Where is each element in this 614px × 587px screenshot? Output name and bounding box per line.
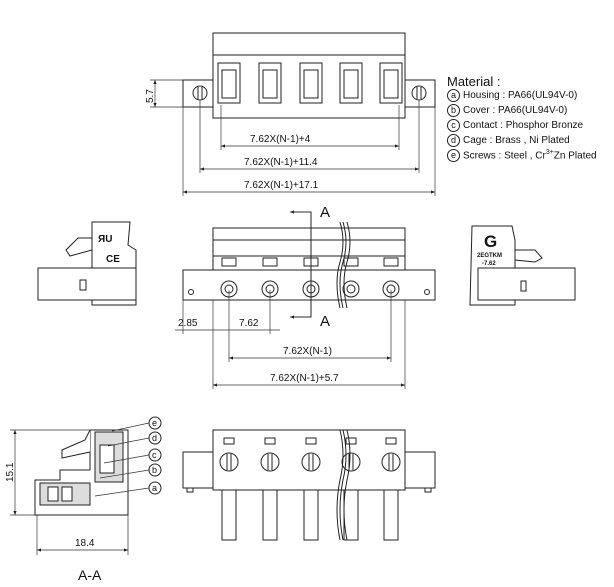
callout-letter: d (152, 433, 157, 443)
screw-icon (301, 452, 321, 472)
pin-slot (303, 489, 319, 541)
side-pitch: -7.62 (482, 261, 496, 267)
wire-entry-inner (383, 69, 399, 99)
superscript: 3+ (545, 149, 554, 156)
test-port (264, 437, 276, 445)
section-mark-top: A (320, 204, 330, 221)
dim-pitch-n-1: 7.62X(N-1) (283, 346, 332, 357)
pin-slot (221, 489, 237, 541)
dim-2-85: 2.85 (178, 318, 198, 329)
callout-e: e (447, 149, 460, 163)
callout-b: b (447, 104, 460, 117)
screw-head (346, 284, 356, 294)
wire-entry (379, 62, 403, 104)
screw-icon (341, 452, 361, 472)
bottom-view (182, 429, 436, 541)
front-view: A A 2.85 7.62 7.62X(N-1) 7.62X(N-1)+5.7 (175, 204, 436, 389)
callout-circle (148, 416, 162, 430)
screw-icon (219, 452, 239, 472)
dim-pitch-plus-5-7: 7.62X(N-1)+5.7 (270, 373, 339, 384)
callout-c: c (447, 119, 460, 132)
screw-icon (381, 452, 401, 472)
wire-entry (299, 62, 323, 104)
side-model: 2EGTKM (477, 253, 502, 259)
material-text: Screws : Steel , Cr (463, 150, 546, 162)
wire-entry-inner (343, 69, 359, 99)
callout-circle (148, 448, 162, 462)
test-port (305, 437, 317, 445)
callout-d: d (447, 134, 460, 147)
material-text: Zn Plated (553, 150, 597, 162)
screw-icon (260, 452, 280, 472)
wire-entry (339, 62, 363, 104)
test-port (385, 437, 397, 445)
callout-a: a (447, 89, 460, 102)
pin-slot (262, 489, 278, 541)
dim-5-7: 5.7 (145, 89, 156, 103)
latch (383, 257, 399, 267)
material-text: Cover : PA66(UL94V-0) (463, 105, 568, 116)
right-side-view: G 2EGTKM -7.62 (469, 225, 576, 306)
callout-circle (148, 481, 162, 495)
latch (262, 257, 278, 267)
side-logo: G (484, 232, 497, 251)
latch (343, 257, 359, 267)
wire-entry (217, 62, 241, 104)
screw-icon (342, 280, 360, 298)
wire-entry-inner (262, 69, 278, 99)
dim-18-4: 18.4 (75, 538, 95, 549)
test-port (223, 437, 235, 445)
leader-line (103, 454, 150, 464)
ce-mark: CE (106, 254, 120, 265)
wire-entry-inner (221, 69, 237, 99)
dim-7-62: 7.62 (239, 318, 259, 329)
callout-circle (148, 463, 162, 477)
material-text: Contact : Phosphor Bronze (463, 120, 584, 131)
callout-letter: b (152, 465, 157, 475)
callout-letter: a (152, 483, 157, 493)
leader-line (99, 469, 150, 479)
dim-pitch-plus-4: 7.62X(N-1)+4 (250, 134, 311, 145)
test-port (345, 437, 357, 445)
left-side-view: ЯU CE (37, 221, 137, 306)
callout-circle (148, 431, 162, 445)
pin-slot (383, 489, 399, 541)
wire-entry-inner (303, 69, 319, 99)
ul-mark: ЯU (98, 234, 112, 245)
section-mark-bottom: A (320, 313, 330, 330)
callout-letter: e (152, 418, 157, 428)
dim-15-1: 15.1 (5, 462, 16, 482)
material-text: Housing : PA66(UL94V-0) (463, 90, 578, 101)
leader-line (107, 437, 150, 447)
leader-line (94, 487, 150, 497)
leader-line (111, 422, 150, 432)
callout-letter: c (152, 450, 157, 460)
material-title: Material : (447, 74, 501, 89)
dim-pitch-plus-11-4: 7.62X(N-1)+11.4 (244, 157, 318, 168)
material-text: Cage : Brass , Ni Plated (463, 135, 570, 146)
top-view: 5.7 7.62X(N-1)+4 7.62X(N-1)+11.4 7.62X(N… (145, 32, 436, 196)
section-title: A-A (78, 567, 102, 583)
dim-pitch-plus-17-1: 7.62X(N-1)+17.1 (244, 180, 319, 191)
wire-entry (258, 62, 282, 104)
latch (221, 257, 237, 267)
